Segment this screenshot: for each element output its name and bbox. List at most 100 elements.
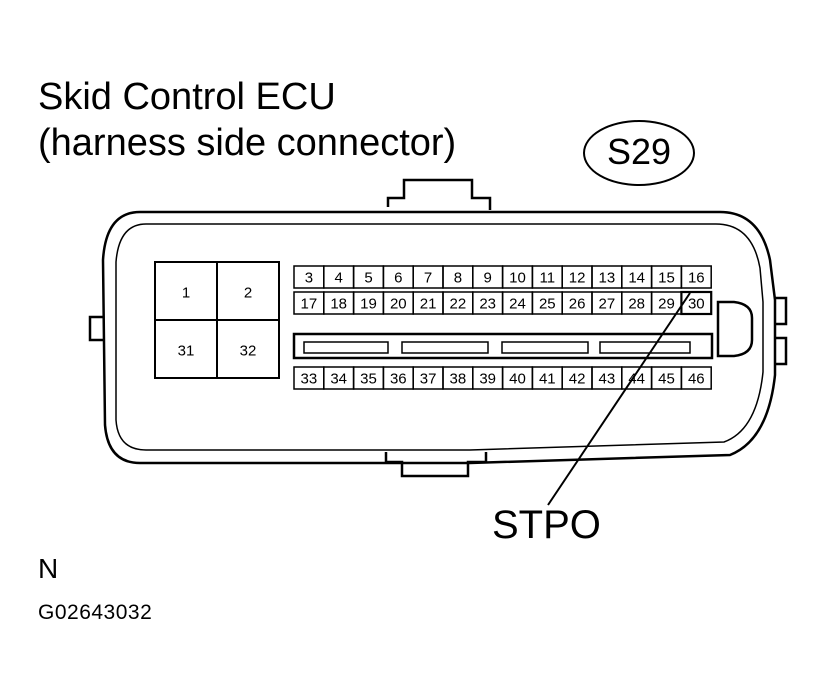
pin-39: 39 <box>472 366 504 390</box>
pin-6: 6 <box>382 265 414 289</box>
pin-label: 26 <box>569 296 586 313</box>
pin-41: 41 <box>531 366 563 390</box>
pin-label: 6 <box>394 270 402 287</box>
pin-label: 33 <box>301 371 318 388</box>
pin-label: 11 <box>540 270 556 287</box>
rail-slot <box>599 341 691 354</box>
pin-14: 14 <box>621 265 653 289</box>
pin-label: 40 <box>509 371 526 388</box>
large-pin-label: 1 <box>182 285 190 302</box>
pin-43: 43 <box>591 366 623 390</box>
pin-label: 25 <box>539 296 556 313</box>
slot-rail <box>292 332 714 360</box>
pin-label: 43 <box>599 371 616 388</box>
connector-shell-outer <box>101 210 777 465</box>
pin-27: 27 <box>591 291 623 315</box>
large-pin-1: 1 <box>154 261 218 321</box>
pin-label: 18 <box>330 296 347 313</box>
pin-30: 30 <box>680 290 713 316</box>
pin-28: 28 <box>621 291 653 315</box>
pin-34: 34 <box>323 366 355 390</box>
pin-label: 10 <box>509 270 526 287</box>
orientation-mark: N <box>38 553 59 584</box>
pin-label: 28 <box>628 296 645 313</box>
bottom-latch <box>384 452 488 478</box>
pin-44: 44 <box>621 366 653 390</box>
pin-label: 45 <box>658 371 675 388</box>
signal-label: STPO <box>492 503 601 547</box>
large-pin-32: 32 <box>216 319 280 379</box>
top-latch <box>386 178 492 210</box>
large-pin-label: 2 <box>244 285 252 302</box>
large-pin-2: 2 <box>216 261 280 321</box>
diagram-title: Skid Control ECU <box>38 76 336 118</box>
pin-label: 29 <box>658 296 675 313</box>
pin-36: 36 <box>382 366 414 390</box>
pin-label: 16 <box>688 270 705 287</box>
pin-23: 23 <box>472 291 504 315</box>
pin-label: 44 <box>628 371 645 388</box>
pin-16: 16 <box>680 265 712 289</box>
pin-label: 38 <box>450 371 467 388</box>
pin-15: 15 <box>650 265 683 289</box>
pin-label: 24 <box>509 296 526 313</box>
pin-label: 35 <box>360 371 377 388</box>
pin-label: 34 <box>330 371 347 388</box>
pin-label: 21 <box>420 296 437 313</box>
pin-label: 39 <box>479 371 496 388</box>
pin-10: 10 <box>501 265 534 289</box>
pin-5: 5 <box>352 265 385 289</box>
left-nub <box>88 315 104 342</box>
pin-label: 19 <box>360 296 377 313</box>
pin-label: 27 <box>599 296 616 313</box>
pin-40: 40 <box>501 366 534 390</box>
pin-label: 3 <box>305 270 313 287</box>
pin-25: 25 <box>531 291 563 315</box>
pin-label: 4 <box>335 270 343 287</box>
right-nub-top <box>774 296 788 326</box>
connector-shell-inner <box>115 223 764 451</box>
pin-label: 15 <box>658 270 675 287</box>
pin-label: 37 <box>420 371 437 388</box>
pin-24: 24 <box>501 291 534 315</box>
pin-label: 36 <box>390 371 407 388</box>
pin-label: 20 <box>390 296 407 313</box>
pin-9: 9 <box>472 265 504 289</box>
pin-18: 18 <box>323 291 355 315</box>
pin-label: 46 <box>688 371 705 388</box>
rail-slot <box>303 341 389 354</box>
pin-19: 19 <box>352 291 385 315</box>
pin-label: 23 <box>479 296 496 313</box>
pin-17: 17 <box>293 291 325 315</box>
pin-35: 35 <box>352 366 385 390</box>
figure-id: G02643032 <box>38 601 153 624</box>
leader-line <box>547 292 691 506</box>
pin-7: 7 <box>412 265 444 289</box>
pin-11: 11 <box>531 265 563 289</box>
pin-label: 8 <box>454 270 462 287</box>
pin-22: 22 <box>442 291 474 315</box>
pin-38: 38 <box>442 366 474 390</box>
pin-21: 21 <box>412 291 444 315</box>
pin-45: 45 <box>650 366 683 390</box>
pin-label: 41 <box>539 371 556 388</box>
diagram-subtitle: (harness side connector) <box>38 122 457 164</box>
pin-label: 22 <box>450 296 467 313</box>
rail-slot <box>401 341 489 354</box>
pin-20: 20 <box>382 291 414 315</box>
large-pin-label: 32 <box>240 343 257 360</box>
pin-label: 9 <box>484 270 492 287</box>
pin-4: 4 <box>323 265 355 289</box>
pin-37: 37 <box>412 366 444 390</box>
pin-label: 7 <box>424 270 432 287</box>
pin-label: 5 <box>364 270 372 287</box>
pin-42: 42 <box>561 366 593 390</box>
pin-12: 12 <box>561 265 593 289</box>
pin-26: 26 <box>561 291 593 315</box>
pin-label: 14 <box>628 270 645 287</box>
large-pin-31: 31 <box>154 319 218 379</box>
pin-46: 46 <box>680 366 712 390</box>
pin-8: 8 <box>442 265 474 289</box>
pin-label: 42 <box>569 371 586 388</box>
